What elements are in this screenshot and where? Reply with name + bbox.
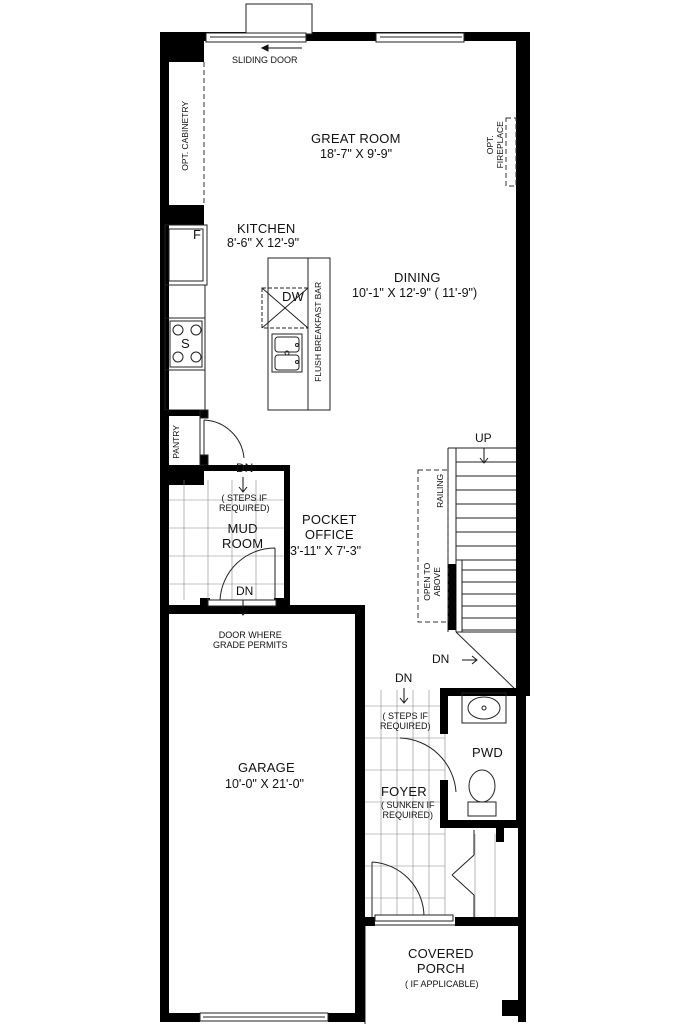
kitchen-counters <box>164 224 208 411</box>
foyer-dn-label: DN <box>395 671 413 685</box>
pantry <box>199 409 245 466</box>
flush-breakfast-bar-label: FLUSH BREAKFAST BAR <box>313 281 324 382</box>
pocket-office-line1: POCKET <box>302 512 357 527</box>
stair-arrows <box>462 448 489 665</box>
pocket-office-label: POCKET OFFICE <box>302 512 357 543</box>
dining-dimensions: 10'-1" X 12'-9" ( 11'-9") <box>352 286 478 300</box>
door-grade-line2: GRADE PERMITS <box>213 640 288 651</box>
foyer-door <box>371 737 457 922</box>
mud-room-tile <box>169 480 284 600</box>
staircase <box>447 447 517 691</box>
door-grade-line1: DOOR WHERE <box>218 630 282 640</box>
covered-porch-line1: COVERED <box>408 946 474 961</box>
kitchen-label: KITCHEN <box>237 221 296 236</box>
exterior-walls <box>160 32 530 1022</box>
foyer-steps-label: ( STEPS IF REQUIRED) <box>380 711 431 732</box>
kitchen-wall-bits <box>160 410 208 416</box>
foyer-label: FOYER <box>381 784 427 799</box>
arrows-mud <box>238 477 248 616</box>
covered-porch-line2: PORCH <box>416 960 465 976</box>
pocket-office-line2: OFFICE <box>304 526 354 542</box>
door-grade-label: DOOR WHERE GRADE PERMITS <box>213 630 288 651</box>
garage-label: GARAGE <box>238 760 295 775</box>
opt-fireplace-outline <box>505 117 517 187</box>
up-label: UP <box>475 431 492 445</box>
dining-label: DINING <box>394 270 441 285</box>
foyer-steps-line1: ( STEPS IF <box>382 711 429 721</box>
mud-dn-top-label: DN <box>236 461 254 475</box>
railing-dashed <box>417 469 449 623</box>
garage-threshold <box>199 1012 329 1022</box>
opt-fireplace-label: OPT. FIREPLACE <box>485 115 506 175</box>
mud-room-door <box>207 547 277 607</box>
mud-room-label: MUD ROOM <box>222 521 264 552</box>
dishwasher-label: DW <box>282 289 305 304</box>
sliding-door-arrow <box>260 44 302 52</box>
stair-rail-dark <box>448 564 456 630</box>
opt-cabinetry-label: OPT. CABINETRY <box>180 101 191 171</box>
mud-steps-line1: ( STEPS IF <box>221 493 268 503</box>
opt-fireplace-line1: OPT. <box>485 135 496 155</box>
powder-fixtures <box>461 692 507 817</box>
mud-room-line2: ROOM <box>222 535 264 551</box>
kitchen-dimensions: 8'-6" X 12'-9" <box>227 236 300 250</box>
open-to-above-label: OPEN TO ABOVE <box>422 556 443 608</box>
mud-steps-line2: REQUIRED) <box>219 503 270 514</box>
fridge-label: F <box>193 227 202 242</box>
foyer-sunken-label: ( SUNKEN IF REQUIRED) <box>381 800 435 821</box>
foyer-sunken-line1: ( SUNKEN IF <box>381 800 435 810</box>
kitchen-island <box>261 257 331 411</box>
stove-label: S <box>181 336 190 351</box>
sliding-door-label: SLIDING DOOR <box>232 55 298 65</box>
pocket-office-dimensions: 3'-11" X 7'-3" <box>290 544 362 558</box>
mud-room-walls <box>200 465 290 606</box>
if-applicable-label: ( IF APPLICABLE) <box>405 979 479 989</box>
garage-dimensions: 10'-0" X 21'-0" <box>225 777 304 791</box>
railing-label: RAILING <box>435 473 446 508</box>
stair-dn-label: DN <box>432 652 450 666</box>
pwd-label: PWD <box>472 745 503 760</box>
open-to-above-line2: ABOVE <box>432 567 442 597</box>
open-to-above-line1: OPEN TO <box>422 562 433 601</box>
covered-porch-label: COVERED PORCH <box>408 946 474 977</box>
mud-dn-bottom-label: DN <box>236 584 254 598</box>
opt-fireplace-line2: FIREPLACE <box>495 121 505 169</box>
pantry-label: PANTRY <box>171 425 182 459</box>
foyer-arrows <box>399 688 409 704</box>
foyer-sunken-line2: REQUIRED) <box>382 810 434 821</box>
sliding-door <box>205 3 465 43</box>
mud-steps-label: ( STEPS IF REQUIRED) <box>219 493 270 514</box>
powder-room-walls <box>440 688 530 925</box>
foyer-steps-line2: REQUIRED) <box>380 721 431 732</box>
great-room-label: GREAT ROOM <box>311 131 401 146</box>
great-room-dimensions: 18'-7" X 9'-9" <box>320 147 393 161</box>
mud-room-line1: MUD <box>227 521 258 536</box>
closet-doors <box>451 830 475 917</box>
